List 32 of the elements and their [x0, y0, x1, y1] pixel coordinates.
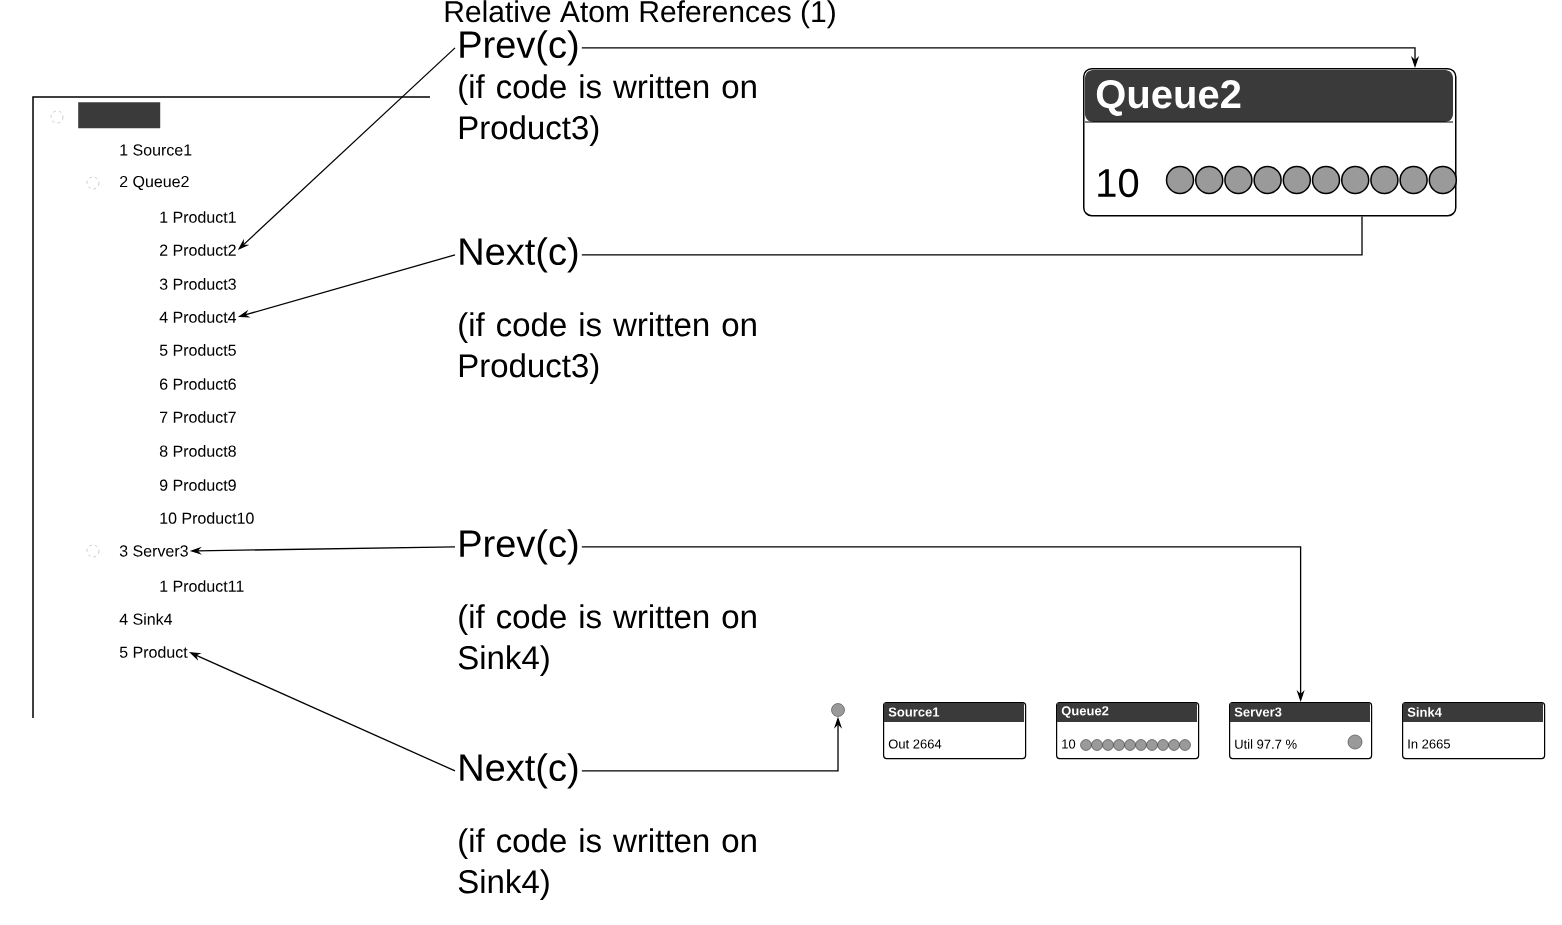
annotation-note: (if code is written on Sink4) [458, 604, 756, 676]
tree-item: 2 Queue2 [120, 175, 189, 191]
block: Sink4 In 2665 [1402, 702, 1546, 760]
queue-block: Queue2 10 [1083, 68, 1458, 217]
tree-item: 10 Product10 [160, 512, 254, 524]
block: Source1 Out 2664 [883, 702, 1027, 760]
tree-item: 3 Product3 [159, 278, 236, 290]
annotation-heading: Prev(c) [460, 30, 578, 66]
tree-item: 1 Product1 [160, 211, 236, 223]
tree-item: 1 Source1 [120, 144, 192, 156]
tree-item: 4 Product4 [159, 311, 237, 323]
tree-panel [32, 96, 431, 719]
tree-item: 4 Sink4 [119, 613, 173, 625]
tree-item: 6 Product6 [160, 378, 236, 390]
title: Relative Atom References (1) [445, 0, 835, 29]
tree-item: 2 Product2 [160, 244, 236, 256]
block: Queue2 10 [1056, 702, 1200, 760]
annotation-heading: Prev(c) [460, 529, 578, 565]
annotation-note: (if code is written on Sink4) [458, 828, 756, 900]
annotation-note: (if code is written on Product3) [459, 312, 756, 384]
block: Server3 Util 97.7 % [1229, 702, 1373, 760]
tree-item: 3 Server3 [119, 545, 188, 557]
tree-item: 9 Product9 [159, 479, 236, 491]
tree-item: 7 Product7 [160, 411, 236, 423]
annotation-heading: Next(c) [460, 753, 578, 789]
annotation-heading: Next(c) [460, 237, 578, 273]
tree-item: 8 Product8 [159, 445, 236, 457]
tree-item: 5 Product5 [159, 344, 236, 356]
tree-item: 5 Product [119, 646, 188, 658]
annotation-note: (if code is written on Product3) [459, 74, 756, 146]
tree-item: 1 Product11 [160, 580, 244, 592]
root-bar [78, 102, 161, 129]
